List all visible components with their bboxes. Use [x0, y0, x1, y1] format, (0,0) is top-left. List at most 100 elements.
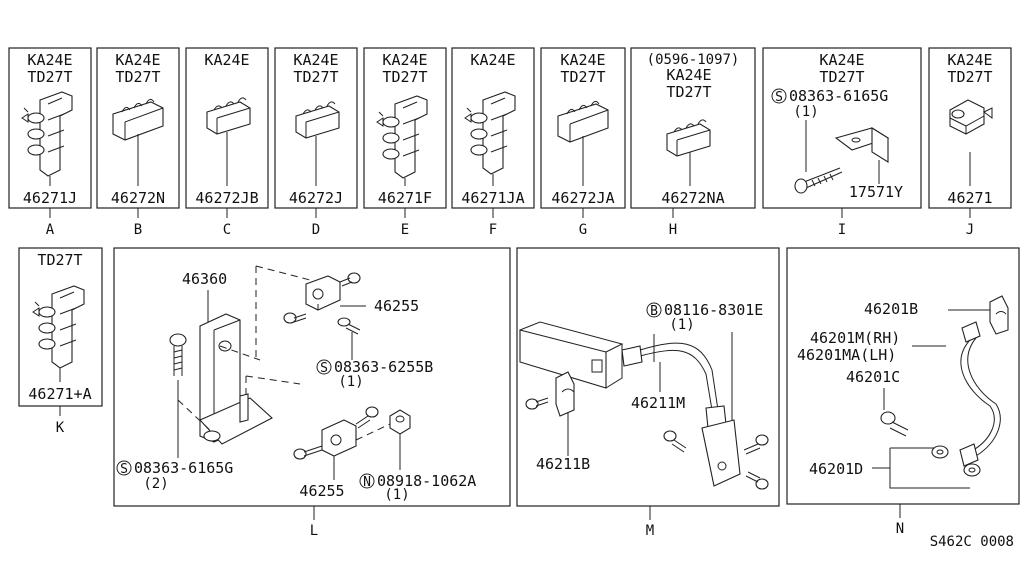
panel-c[interactable]: KA24E 46272JB C [185, 47, 269, 238]
panel-m[interactable]: B 08116-8301E (1) 46211M [516, 247, 780, 539]
panel-l-nut-qty: (1) [384, 487, 409, 503]
bolt-icon [745, 471, 769, 490]
nut-symbol-icon: N [359, 473, 375, 490]
panel-m-frame [516, 247, 780, 507]
panel-l-screw-top-qty: (1) [338, 374, 363, 390]
panel-h-engine-1: KA24E [666, 66, 711, 84]
frame-rail-icon [519, 321, 624, 389]
panel-m-bolt-part: 08116-8301E [664, 301, 763, 319]
panel-j-part-number: 46271 [947, 189, 992, 207]
panel-b[interactable]: KA24E TD27T 46272N B [96, 47, 180, 238]
harness-clip-large-icon [21, 91, 73, 177]
panel-l-screw-top-part: 08363-6255B [334, 358, 433, 376]
panel-n-clip-part: 46201B [864, 300, 918, 318]
panel-h[interactable]: (0596-1097) KA24E TD27T 46272NA H [630, 47, 756, 238]
clamp-3-slot-icon [557, 100, 609, 143]
panel-h-part-number: 46272NA [661, 189, 724, 207]
panel-k-letter: K [56, 420, 65, 436]
panel-j-engine-1: KA24E [947, 51, 992, 69]
clamp-3-slot-icon [112, 98, 164, 141]
panel-i-letter: I [838, 222, 846, 238]
brake-hose-icon [621, 342, 741, 487]
panel-k-engine-1: TD27T [37, 251, 82, 269]
panel-l[interactable]: 46360 46255 [113, 247, 511, 539]
panel-e[interactable]: KA24E TD27T 46271F E [363, 47, 447, 238]
screw-symbol-icon: S [771, 88, 787, 105]
panel-h-engine-2: TD27T [666, 83, 711, 101]
panel-h-date-range: (0596-1097) [647, 52, 740, 68]
bolt-icon [355, 406, 379, 429]
panel-m-clip-part: 46211B [536, 455, 590, 473]
panel-h-frame [630, 47, 756, 209]
panel-m-bolt-qty: (1) [669, 317, 694, 333]
panel-j-letter: J [966, 222, 974, 238]
panel-n[interactable]: 46201B 46201M(RH) 46201MA(LH) 46201C 462… [786, 247, 1020, 537]
panel-c-engine-1: KA24E [204, 51, 249, 69]
panel-d-engine-1: KA24E [293, 51, 338, 69]
panel-e-engine-2: TD27T [382, 68, 427, 86]
panel-m-hose-part: 46211M [631, 394, 685, 412]
panel-j[interactable]: KA24E TD27T 46271 J [928, 47, 1012, 238]
panel-a[interactable]: KA24E TD27T 46271J A [8, 47, 92, 238]
screw-icon [794, 167, 843, 194]
panel-f[interactable]: KA24E 46271JA F [451, 47, 535, 238]
hose-clip-icon [989, 295, 1009, 335]
panel-i-part-number: 17571Y [849, 183, 903, 201]
panel-i-engine-2: TD27T [819, 68, 864, 86]
panel-g-engine-1: KA24E [560, 51, 605, 69]
panel-n-bolt-part: 46201C [846, 368, 900, 386]
panel-k[interactable]: TD27T 46271+A K [18, 247, 103, 436]
hex-nut-icon [389, 409, 411, 435]
panel-i-screw-part: 08363-6165G [789, 87, 888, 105]
bolt-icon [743, 434, 769, 455]
harness-clip-large-icon [376, 95, 428, 179]
bolt-icon [283, 312, 307, 324]
panel-f-engine-1: KA24E [470, 51, 515, 69]
panel-c-part-number: 46272JB [195, 189, 258, 207]
panel-a-engine-1: KA24E [27, 51, 72, 69]
clamp-upper-icon [305, 275, 341, 311]
hose-clip-icon [555, 371, 575, 417]
panel-a-engine-2: TD27T [27, 68, 72, 86]
panel-a-letter: A [46, 222, 55, 238]
washer-icon [931, 445, 949, 459]
panel-d[interactable]: KA24E TD27T 46272J D [274, 47, 358, 238]
bolt-icon [880, 411, 909, 437]
clamp-small-icon [206, 97, 251, 135]
panel-n-frame [786, 247, 1020, 505]
screw-symbol-letter: S [775, 90, 783, 105]
panel-i[interactable]: KA24E TD27T S 08363-6165G (1) 17571Y I [762, 47, 922, 238]
mounting-bracket-icon [199, 313, 273, 445]
panel-d-engine-2: TD27T [293, 68, 338, 86]
panel-d-part-number: 46272J [289, 189, 343, 207]
panel-l-clamp-bottom-part: 46255 [299, 482, 344, 500]
nut-symbol-letter: N [363, 475, 371, 490]
panel-g[interactable]: KA24E TD27T 46272JA G [540, 47, 626, 238]
panel-l-screw-bottom-part: 08363-6165G [134, 459, 233, 477]
panel-h-letter: H [669, 222, 677, 238]
panel-e-letter: E [401, 222, 409, 238]
diagram-code: S462C 0008 [930, 534, 1014, 550]
panel-l-clamp-top-part: 46255 [374, 297, 419, 315]
panel-l-nut-part: 08918-1062A [377, 472, 476, 490]
screw-symbol-icon: S [316, 359, 332, 376]
panel-i-screw-qty: (1) [793, 104, 818, 120]
panel-l-screw-bottom-qty: (2) [143, 476, 168, 492]
panel-l-letter: L [310, 523, 318, 539]
screw-symbol-icon: S [116, 460, 132, 477]
panel-b-letter: B [134, 222, 142, 238]
panel-b-part-number: 46272N [111, 189, 165, 207]
washer-icon [963, 463, 981, 477]
clamp-small-icon [295, 101, 340, 139]
panel-g-engine-2: TD27T [560, 68, 605, 86]
panel-b-engine-2: TD27T [115, 68, 160, 86]
bracket-icon [834, 127, 890, 163]
bolt-icon [169, 333, 187, 376]
bolt-symbol-icon: B [646, 302, 662, 319]
panel-n-washer-part: 46201D [809, 460, 863, 478]
clamp-small-icon [666, 119, 711, 157]
panel-a-part-number: 46271J [23, 189, 77, 207]
harness-clip-large-icon [32, 285, 85, 369]
panel-n-hose-lh-part: 46201MA(LH) [797, 346, 896, 364]
